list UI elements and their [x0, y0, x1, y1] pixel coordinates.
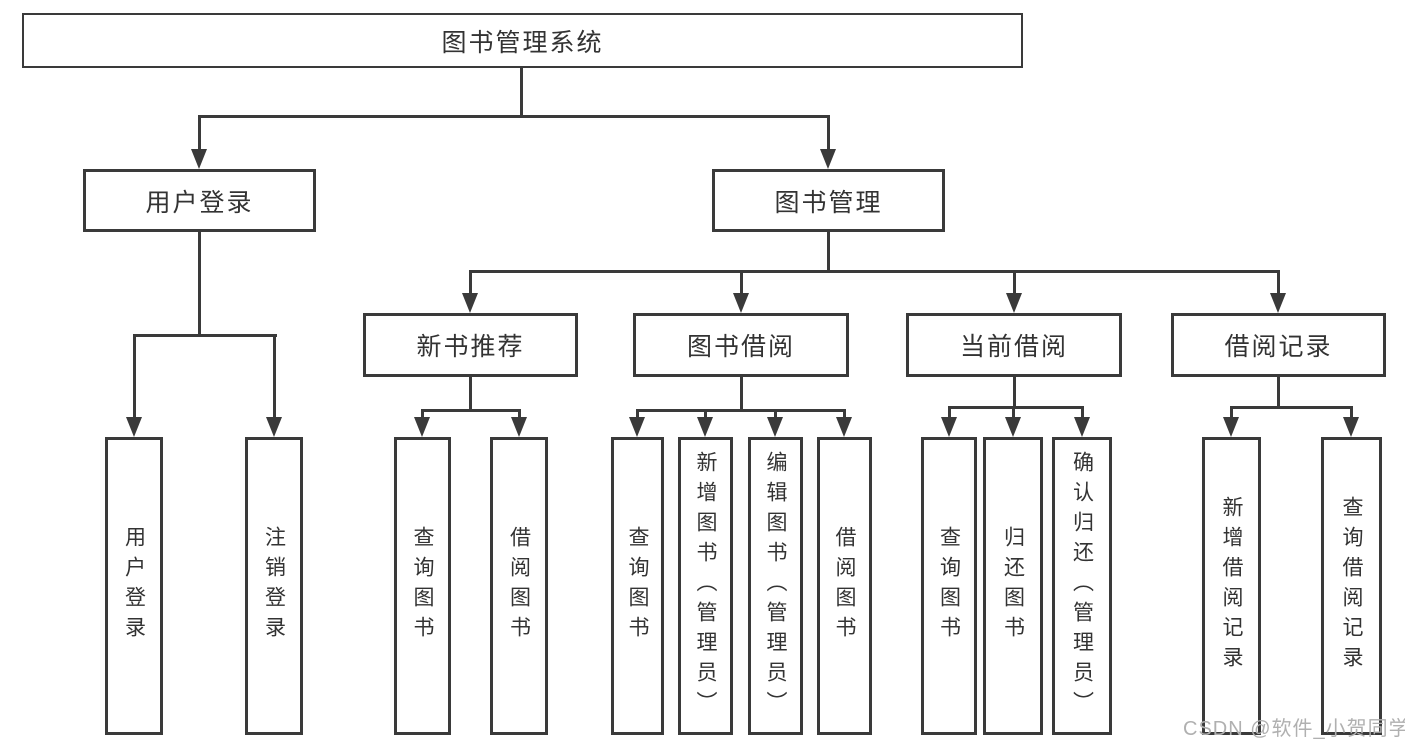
arrowhead-icon — [820, 149, 836, 169]
connector-line — [1012, 270, 1016, 297]
connector-line — [1349, 406, 1353, 421]
connector-line — [197, 115, 201, 152]
arrowhead-icon — [1006, 293, 1022, 313]
connector-line — [132, 334, 277, 337]
connector-line — [1080, 406, 1084, 421]
leaf-label: 查询图书 — [626, 526, 650, 646]
connector-line — [1229, 406, 1233, 421]
arrowhead-icon — [1343, 417, 1359, 437]
leaf-label: 注销登录 — [262, 526, 286, 646]
connector-line — [1011, 406, 1015, 421]
leaf-logout: 注销登录 — [245, 437, 303, 735]
node-borrow-record: 借阅记录 — [1171, 313, 1386, 377]
leaf-borrow-book-2: 借阅图书 — [817, 437, 872, 735]
connector-line — [947, 406, 951, 421]
arrowhead-icon — [767, 417, 783, 437]
arrowhead-icon — [266, 417, 282, 437]
connector-line — [773, 409, 777, 421]
connector-line — [420, 409, 424, 421]
leaf-add-book-admin: 新增图书（管理员） — [678, 437, 733, 735]
leaf-label: 编辑图书（管理员） — [764, 451, 788, 721]
connector-line — [842, 409, 846, 421]
arrowhead-icon — [1074, 417, 1090, 437]
leaf-return-book: 归还图书 — [983, 437, 1043, 735]
leaf-label: 借阅图书 — [833, 526, 857, 646]
arrowhead-icon — [697, 417, 713, 437]
leaf-label: 归还图书 — [1001, 526, 1025, 646]
connector-line — [197, 232, 201, 337]
node-new-book-recommend-label: 新书推荐 — [416, 333, 525, 361]
connector-line — [517, 409, 521, 421]
csdn-watermark: CSDN @软件_小贺同学 — [1183, 718, 1405, 740]
arrowhead-icon — [1005, 417, 1021, 437]
connector-line — [635, 409, 639, 421]
leaf-query-borrow-record: 查询借阅记录 — [1321, 437, 1382, 735]
node-current-borrow: 当前借阅 — [906, 313, 1122, 377]
connector-line — [826, 115, 830, 152]
arrowhead-icon — [462, 293, 478, 313]
arrowhead-icon — [1270, 293, 1286, 313]
connector-line — [520, 68, 523, 118]
leaf-label: 查询借阅记录 — [1340, 496, 1364, 676]
leaf-confirm-return-admin: 确认归还（管理员） — [1052, 437, 1112, 735]
connector-line — [703, 409, 707, 421]
arrowhead-icon — [414, 417, 430, 437]
connector-line — [272, 334, 276, 420]
leaf-query-book-1: 查询图书 — [394, 437, 451, 735]
leaf-add-borrow-record: 新增借阅记录 — [1202, 437, 1261, 735]
arrowhead-icon — [836, 417, 852, 437]
connector-line — [197, 115, 830, 118]
connector-line — [1012, 375, 1016, 409]
connector-line — [468, 270, 1280, 273]
leaf-query-book-2: 查询图书 — [611, 437, 664, 735]
node-book-management: 图书管理 — [712, 169, 945, 232]
leaf-label: 新增借阅记录 — [1220, 496, 1244, 676]
arrowhead-icon — [733, 293, 749, 313]
leaf-edit-book-admin: 编辑图书（管理员） — [748, 437, 803, 735]
connector-line — [826, 232, 830, 273]
leaf-query-book-3: 查询图书 — [921, 437, 977, 735]
connector-line — [420, 409, 521, 412]
arrowhead-icon — [126, 417, 142, 437]
leaf-label: 确认归还（管理员） — [1070, 451, 1094, 721]
connector-line — [739, 375, 743, 412]
connector-line — [468, 270, 472, 297]
node-book-borrow: 图书借阅 — [633, 313, 849, 377]
connector-line — [635, 409, 846, 412]
node-book-management-label: 图书管理 — [774, 188, 883, 217]
connector-line — [1276, 270, 1280, 297]
connector-line — [1229, 406, 1353, 409]
arrowhead-icon — [941, 417, 957, 437]
node-user-login-label: 用户登录 — [145, 188, 254, 217]
arrowhead-icon — [1223, 417, 1239, 437]
node-book-borrow-label: 图书借阅 — [686, 333, 795, 361]
leaf-borrow-book-1: 借阅图书 — [490, 437, 548, 735]
connector-line — [739, 270, 743, 297]
leaf-label: 查询图书 — [937, 526, 961, 646]
arrowhead-icon — [629, 417, 645, 437]
connector-line — [947, 406, 1084, 409]
leaf-label: 查询图书 — [411, 526, 435, 646]
node-user-login: 用户登录 — [83, 169, 316, 232]
leaf-label: 借阅图书 — [507, 526, 531, 646]
node-library-system: 图书管理系统 — [22, 13, 1023, 68]
connector-line — [468, 375, 472, 412]
node-current-borrow-label: 当前借阅 — [959, 333, 1068, 361]
leaf-label: 用户登录 — [122, 526, 146, 646]
arrowhead-icon — [191, 149, 207, 169]
node-borrow-record-label: 借阅记录 — [1224, 333, 1333, 361]
arrowhead-icon — [511, 417, 527, 437]
node-new-book-recommend: 新书推荐 — [363, 313, 578, 377]
node-library-system-label: 图书管理系统 — [441, 28, 604, 57]
connector-line — [132, 334, 136, 420]
leaf-label: 新增图书（管理员） — [694, 451, 718, 721]
connector-line — [1276, 375, 1280, 409]
leaf-user-login: 用户登录 — [105, 437, 163, 735]
